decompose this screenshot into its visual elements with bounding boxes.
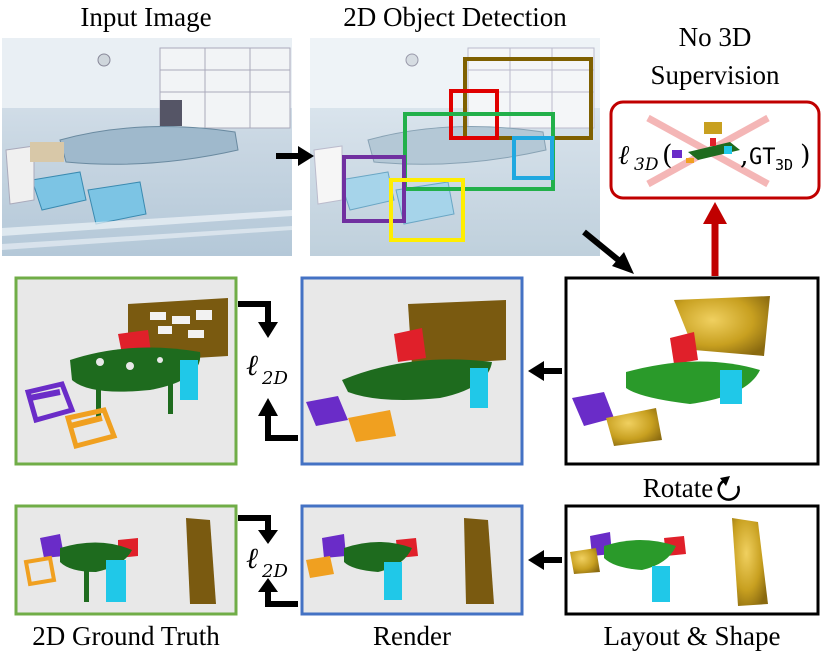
render-panel-top [300, 504, 524, 616]
no3d-label-line2: Supervision [650, 60, 780, 90]
detection-image [310, 38, 600, 256]
arrow-input-to-detection [276, 146, 314, 166]
arrow-layout-to-render [528, 550, 562, 570]
loss-2d-row3-arrows [238, 515, 298, 607]
render-label: Render [373, 621, 451, 651]
bbox-purple-chair [342, 155, 406, 223]
arrow-rotate-to-render [528, 361, 562, 381]
gt-subscript: 3D [775, 156, 793, 174]
loss-3d-symbol: ℓ [618, 140, 630, 171]
rotate-icon [717, 476, 740, 501]
gt-panel-top [14, 504, 238, 616]
loss-2d-row3-subscript: 2D [261, 561, 288, 582]
gt-panel-perspective [14, 276, 238, 466]
rotate-label: Rotate [643, 473, 713, 503]
loss-3d-subscript: 3D [634, 155, 659, 175]
loss-2d-row2-symbol: ℓ [246, 348, 258, 382]
gt-text: GT [749, 145, 776, 170]
loss-2d-row2-arrows [238, 301, 298, 441]
ground-truth-label: 2D Ground Truth [32, 621, 220, 651]
input-image [2, 38, 292, 256]
bbox-cyan-box [512, 136, 554, 180]
arrow-detection-to-rotate [582, 229, 634, 274]
loss-3d-open-paren: ( [662, 140, 673, 171]
no3d-label-line1: No 3D [679, 22, 752, 52]
no3d-mini-scene [672, 122, 740, 163]
rotated-shape-panel [564, 276, 820, 466]
layout-shape-label: Layout & Shape [604, 621, 781, 651]
loss-3d-comma: , [740, 140, 749, 171]
loss-2d-row2-subscript: 2D [261, 368, 288, 389]
loss-2d-row3-symbol: ℓ [246, 541, 258, 575]
red-arrow-to-no3d [703, 202, 727, 276]
loss-3d-close-paren: ) [800, 140, 811, 171]
bbox-yellow-chair [389, 178, 465, 242]
input-image-label: Input Image [80, 2, 211, 32]
render-panel-perspective [300, 276, 524, 466]
layout-shape-panel [564, 504, 820, 616]
detection-label: 2D Object Detection [343, 2, 567, 32]
